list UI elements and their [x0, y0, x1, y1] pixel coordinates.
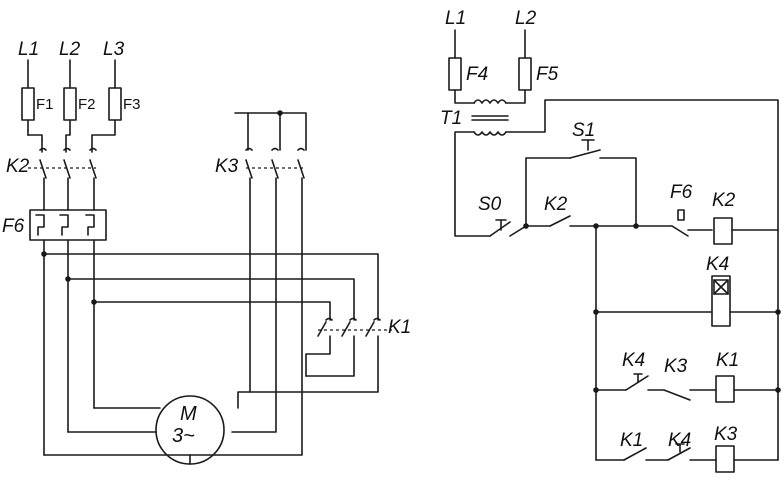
control-supply-l1: L1	[445, 8, 466, 29]
start-button-s1	[569, 139, 637, 227]
t1-label: T1	[440, 108, 462, 129]
k2-hold-contact	[525, 215, 637, 227]
fuse-label-f3: F3	[123, 96, 141, 113]
coil-k3-label: K3	[714, 424, 738, 445]
fuse-label-f4: F4	[466, 64, 488, 85]
fuse-f3	[108, 87, 122, 121]
k4-contact-row4-label: K4	[668, 430, 691, 451]
coil-k1-label: K1	[716, 350, 739, 371]
contactor-k2-contacts	[28, 147, 97, 179]
fuse-label-f2: F2	[78, 96, 96, 113]
phase-label-l3: L3	[103, 39, 125, 60]
motor-phase: 3~	[172, 425, 195, 447]
k3-contact-row3-label: K3	[664, 356, 688, 377]
fuse-label-f5: F5	[536, 64, 559, 85]
brake-contactor-k1	[249, 317, 392, 393]
overload-contact-f6	[635, 209, 713, 237]
f6-label: F6	[2, 216, 25, 237]
coil-k2-label: K2	[712, 190, 736, 211]
phase-label-l2: L2	[59, 39, 81, 60]
fuse-f1	[21, 87, 35, 121]
control-circuit: L1 L2 F4 F5 T1 S0	[440, 8, 781, 473]
fuse-f4	[448, 57, 462, 91]
row-k3-coil	[595, 443, 779, 473]
k4-contact-row3-label: K4	[622, 350, 645, 371]
k2-hold-label: K2	[544, 194, 568, 215]
motor-letter: M	[180, 403, 197, 425]
fuse-f2	[63, 87, 77, 121]
fuse-label-f1: F1	[36, 96, 54, 113]
coil-k2	[713, 217, 733, 245]
k2-label: K2	[6, 156, 30, 177]
k1-contact-row4-label: K1	[620, 430, 643, 451]
f6-control-label: F6	[670, 182, 693, 203]
k1-label: K1	[388, 317, 411, 338]
motor: M 3~	[155, 395, 225, 465]
contactor-k3-contacts	[245, 147, 306, 179]
fuse-f5	[518, 57, 532, 91]
coil-k4-label: K4	[706, 254, 729, 275]
stop-button-s0	[489, 219, 527, 237]
transformer-t1	[454, 89, 779, 461]
overload-relay-f6	[29, 209, 107, 241]
phase-label-l1: L1	[18, 39, 39, 60]
s0-label: S0	[478, 194, 502, 215]
s1-label: S1	[572, 120, 595, 141]
coil-k4	[711, 275, 731, 327]
power-circuit: L1 L2 L3 F1 F2 F3 K2	[2, 39, 411, 465]
k3-label: K3	[215, 156, 239, 177]
row-k1-coil	[593, 373, 781, 403]
control-supply-l2: L2	[515, 8, 537, 29]
